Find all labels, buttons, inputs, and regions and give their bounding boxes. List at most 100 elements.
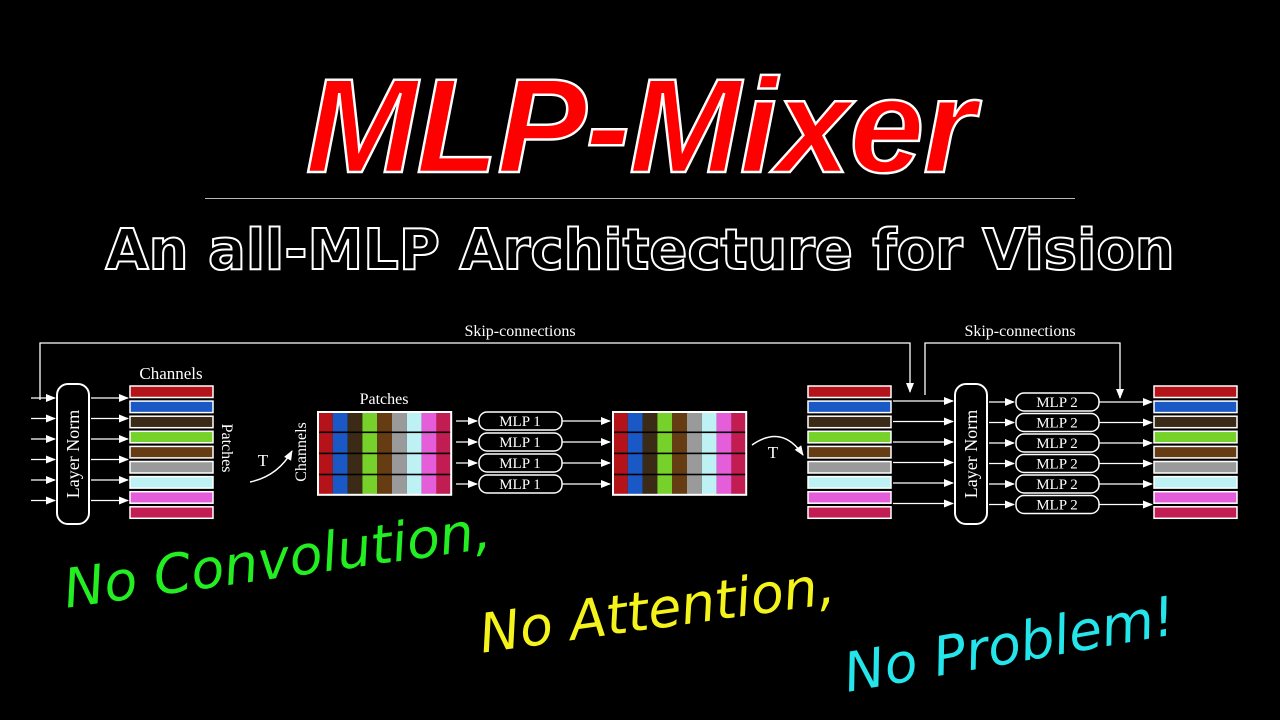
channel-bar — [129, 400, 214, 414]
patch-cell — [377, 433, 392, 453]
patch-cell — [627, 412, 643, 432]
mlp2-label: MLP 2 — [1036, 416, 1078, 432]
patch-cell — [657, 475, 673, 495]
patch-cell — [642, 454, 658, 474]
patch-cell — [613, 412, 628, 432]
tagline-no-problem: No Problem! — [838, 584, 1180, 705]
patch-cell — [627, 454, 643, 474]
patch-cell — [657, 412, 673, 432]
channel-stack-input — [129, 385, 214, 520]
patch-cell — [318, 475, 333, 495]
title-divider — [205, 198, 1075, 199]
patch-cell — [642, 412, 658, 432]
layer-norm-label-2: Layer Norm — [961, 410, 981, 498]
transpose-label-1: T — [258, 451, 269, 470]
input-arrows — [31, 394, 56, 505]
channel-bar — [807, 445, 892, 459]
channel-bar — [1153, 415, 1238, 429]
patch-cell — [421, 412, 437, 432]
patch-grid-input — [317, 411, 453, 496]
patch-cell — [347, 454, 363, 474]
patch-cell — [672, 433, 687, 453]
channel-stack-mid — [807, 385, 892, 520]
channel-bar — [1153, 400, 1238, 414]
patches-side-label: Patches — [218, 424, 235, 473]
patch-cell — [406, 433, 422, 453]
patch-cell — [406, 454, 422, 474]
patch-cell — [716, 454, 732, 474]
channel-bar — [1153, 460, 1238, 474]
patch-cell — [657, 433, 673, 453]
patch-cell — [406, 412, 422, 432]
patch-cell — [731, 454, 747, 474]
skip-label-1: Skip-connections — [464, 323, 575, 340]
channel-bar — [807, 475, 892, 489]
patch-cell — [687, 433, 702, 453]
layer-norm-1 — [56, 383, 90, 525]
patch-cell — [731, 433, 747, 453]
channel-bar — [129, 506, 214, 520]
patch-grid-frame — [612, 411, 748, 496]
patch-cell — [318, 412, 333, 432]
patch-cell — [642, 475, 658, 495]
channel-bar — [807, 460, 892, 474]
channel-bar — [807, 490, 892, 504]
patch-cell — [318, 454, 333, 474]
main-title: MLP-Mixer — [304, 51, 976, 203]
channel-bar — [1153, 385, 1238, 399]
patch-cell — [332, 475, 348, 495]
patch-cell — [332, 433, 348, 453]
patch-cell — [436, 475, 452, 495]
channel-bar — [1153, 445, 1238, 459]
channels-label: Channels — [139, 364, 202, 383]
channel-bar — [807, 506, 892, 520]
patch-cell — [687, 412, 702, 432]
patch-cell — [377, 475, 392, 495]
patch-cell — [377, 412, 392, 432]
transpose-label-2: T — [768, 443, 779, 462]
patch-cell — [701, 433, 717, 453]
layer-norm-2 — [954, 383, 988, 525]
patch-cell — [436, 433, 452, 453]
patch-cell — [406, 475, 422, 495]
channel-bar — [129, 415, 214, 429]
tagline-no-attention: No Attention, — [475, 553, 839, 666]
mlp2-label: MLP 2 — [1036, 477, 1078, 493]
patch-cell — [392, 433, 407, 453]
patch-cell — [392, 475, 407, 495]
patch-cell — [421, 454, 437, 474]
layer-norm-label-1: Layer Norm — [63, 410, 83, 498]
channel-bar — [807, 385, 892, 399]
patch-cell — [657, 454, 673, 474]
patch-cell — [362, 454, 378, 474]
patch-cell — [347, 433, 363, 453]
patch-cell — [731, 412, 747, 432]
patch-cell — [687, 475, 702, 495]
patch-grid-output — [612, 411, 748, 496]
patch-cell — [672, 475, 687, 495]
channel-bar — [129, 385, 214, 399]
mlp2-label: MLP 2 — [1036, 395, 1078, 411]
patch-grid-frame — [317, 411, 453, 496]
patch-cell — [627, 433, 643, 453]
patch-cell — [318, 433, 333, 453]
patch-cell — [362, 412, 378, 432]
patch-cell — [436, 412, 452, 432]
patch-cell — [716, 475, 732, 495]
patch-cell — [701, 475, 717, 495]
mlp1-label: MLP 1 — [499, 414, 541, 430]
patch-cell — [731, 475, 747, 495]
mlp1-label: MLP 1 — [499, 435, 541, 451]
patch-cell — [332, 454, 348, 474]
channel-bar — [129, 445, 214, 459]
transpose-arrow-1 — [249, 450, 293, 483]
channel-bar — [807, 415, 892, 429]
channel-bar — [129, 490, 214, 504]
channel-bar — [807, 400, 892, 414]
channel-bar — [1153, 475, 1238, 489]
patch-cell — [716, 433, 732, 453]
patch-cell — [613, 475, 628, 495]
mlp1-label: MLP 1 — [499, 477, 541, 493]
